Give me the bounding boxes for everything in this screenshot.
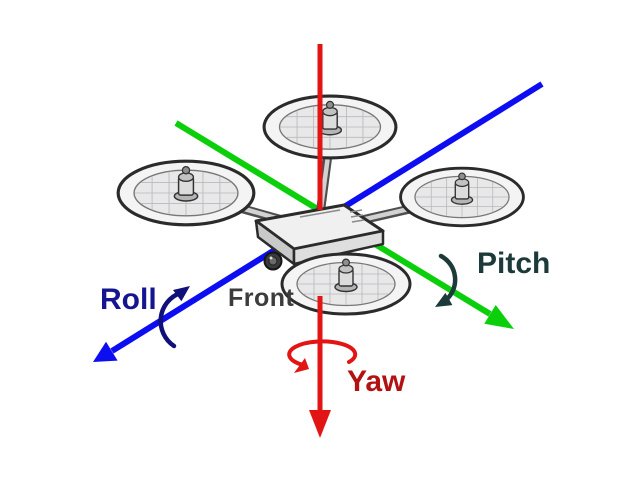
roll-label: Roll — [100, 283, 157, 316]
roll-rotation-arrow — [158, 286, 190, 349]
rotor-duct-left — [116, 159, 256, 227]
front-label: Front — [228, 284, 295, 312]
pitch-rotation-arc — [438, 253, 458, 303]
pitch-axis-arrowhead — [484, 305, 514, 329]
roll-rotation-arrowhead — [173, 286, 190, 302]
roll-rotation-arc — [158, 290, 183, 349]
roll-axis-arrowhead — [93, 341, 118, 362]
yaw-rotation-arrowhead — [294, 358, 309, 373]
pitch-rotation-arrowhead — [435, 292, 453, 307]
rotor-duct-right — [399, 166, 525, 228]
rotor-duct-rear — [262, 94, 398, 160]
pitch-rotation-arrow — [435, 253, 458, 307]
pitch-label: Pitch — [477, 247, 550, 280]
yaw-label: Yaw — [347, 365, 406, 398]
body-panel-lines — [299, 209, 365, 223]
yaw-axis-arrowhead — [309, 410, 331, 438]
drone-illustration — [116, 94, 525, 316]
rotor-duct-front — [280, 252, 412, 316]
yaw-rotation-arrow — [287, 339, 358, 373]
camera — [263, 251, 283, 271]
yaw-axis-arrow — [309, 44, 331, 438]
yaw-rotation-arc — [287, 339, 358, 367]
drone-body — [254, 203, 385, 266]
